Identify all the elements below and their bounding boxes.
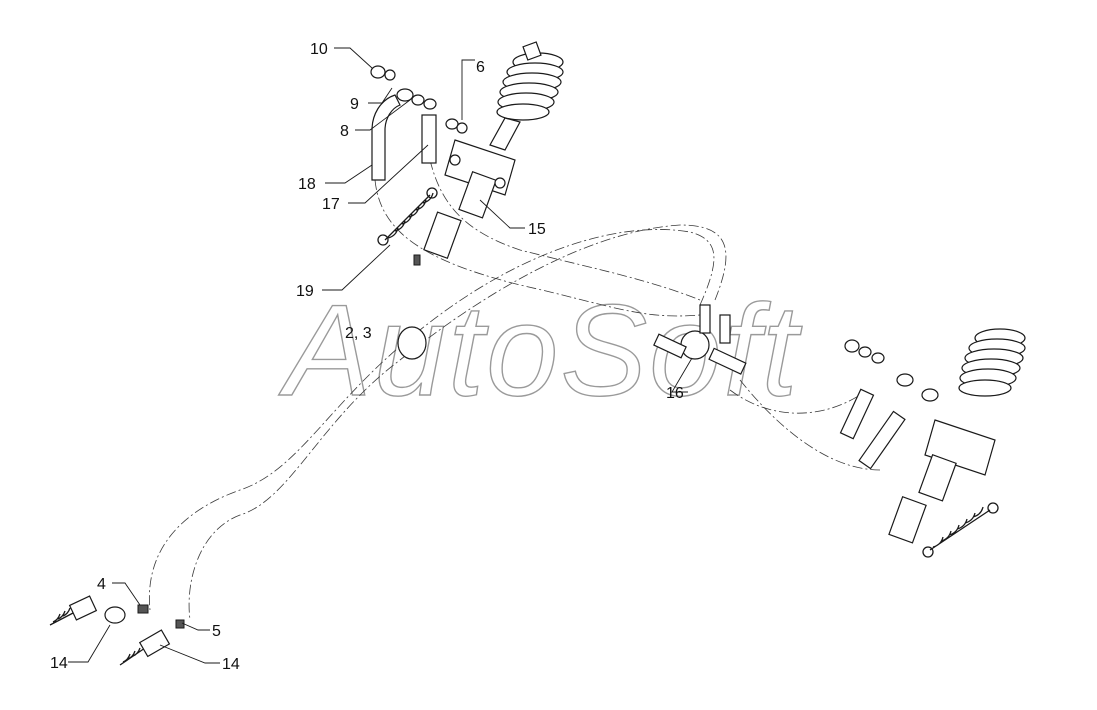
callout-label-2-3: 2, 3 [345, 325, 372, 342]
callout-label-10: 10 [310, 41, 328, 58]
fittings-left [370, 65, 468, 134]
callout-label-18: 18 [298, 176, 316, 193]
callout-label-15: 15 [528, 221, 546, 238]
return-spring-right [922, 502, 999, 558]
tee-fitting-center [653, 304, 747, 375]
callout-label-9: 9 [350, 96, 359, 113]
brake-valve-left [413, 41, 564, 266]
clip-ring [397, 326, 427, 360]
callout-label-8: 8 [340, 123, 349, 140]
return-spring-left [377, 187, 438, 246]
callout-label-5: 5 [212, 623, 221, 640]
bellows-boot-left [496, 41, 564, 121]
callout-label-4: 4 [97, 576, 106, 593]
fittings-right [839, 339, 939, 470]
fittings-bottom-left [49, 595, 185, 666]
callout-leaders [68, 47, 693, 664]
callout-label-14a: 14 [50, 655, 68, 672]
watermark-logo: AutoSoft [278, 277, 803, 423]
callout-label-16: 16 [666, 385, 684, 402]
callout-label-19: 19 [296, 283, 314, 300]
callout-label-6: 6 [476, 59, 485, 76]
hose-fittings-left [371, 94, 437, 181]
brake-valve-right [888, 328, 1026, 544]
callout-label-17: 17 [322, 196, 340, 213]
callout-labels: 10 9 8 6 18 17 15 19 2, 3 16 4 5 14 14 [50, 41, 684, 673]
callout-label-14b: 14 [222, 656, 240, 673]
